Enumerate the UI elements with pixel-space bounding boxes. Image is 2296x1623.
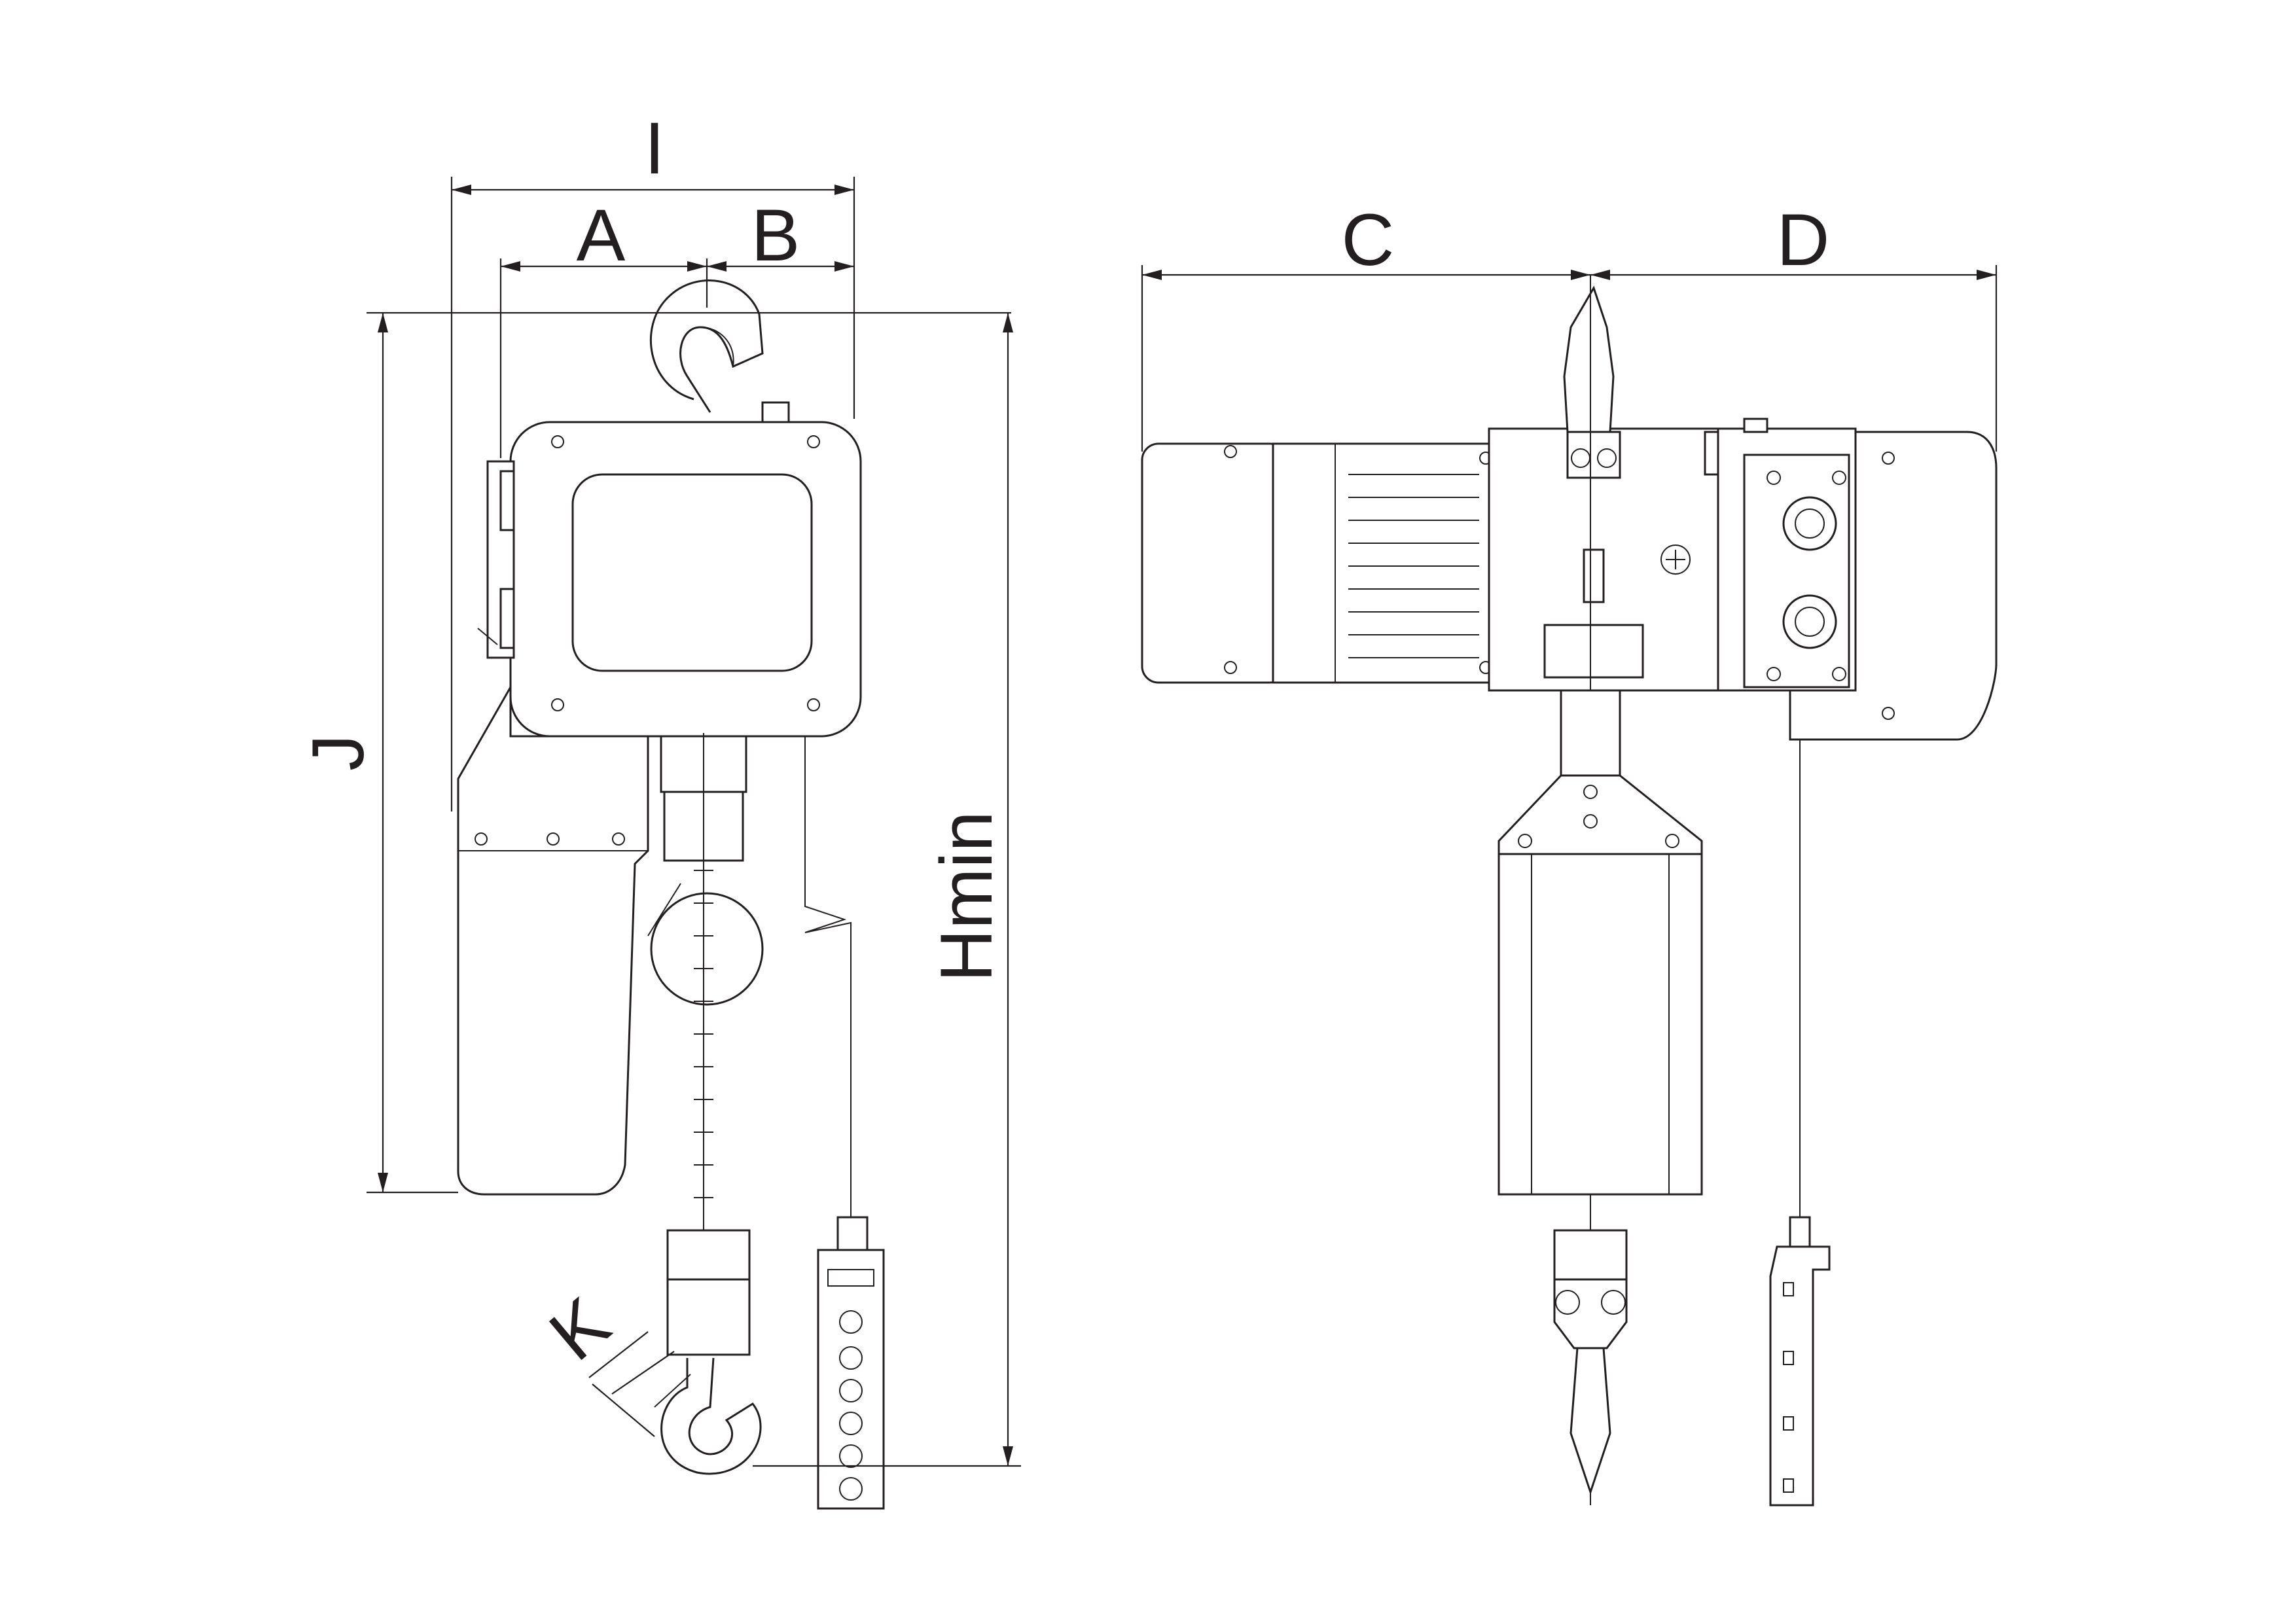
chain-bucket: [1498, 689, 1703, 1196]
bottom-hook-block: [654, 1229, 762, 1475]
dimension-label-J: J: [297, 734, 379, 771]
bottom-hook-side: [1553, 1229, 1628, 1495]
dimension-label-Hmin: Hmin: [925, 811, 1007, 982]
end-cover: [1789, 431, 1998, 1217]
top-hook: [649, 279, 790, 427]
front-dimensions: [367, 177, 1021, 1467]
side-dimension-labels: C D: [1342, 199, 1830, 281]
dimension-label-C: C: [1342, 199, 1395, 281]
dimension-label-D: D: [1777, 199, 1830, 281]
dimension-label-K: K: [534, 1282, 624, 1376]
side-dimensions: [1141, 265, 1998, 452]
front-dimension-labels: I A B J Hmin K: [297, 107, 1007, 1376]
chain-bag: [457, 683, 649, 1196]
front-view: I A B J Hmin K: [297, 107, 1021, 1510]
side-view: C D: [1141, 199, 1998, 1507]
pendant-control: [804, 736, 885, 1510]
motor: [1141, 442, 1492, 684]
pendant-side: [1769, 1216, 1831, 1507]
main-housing: [477, 421, 862, 738]
dimension-label-A: A: [577, 194, 626, 276]
controller-box: [1717, 418, 1857, 692]
dimension-label-B: B: [751, 194, 800, 276]
load-chain: [647, 733, 764, 1237]
dimension-label-I: I: [644, 107, 664, 189]
